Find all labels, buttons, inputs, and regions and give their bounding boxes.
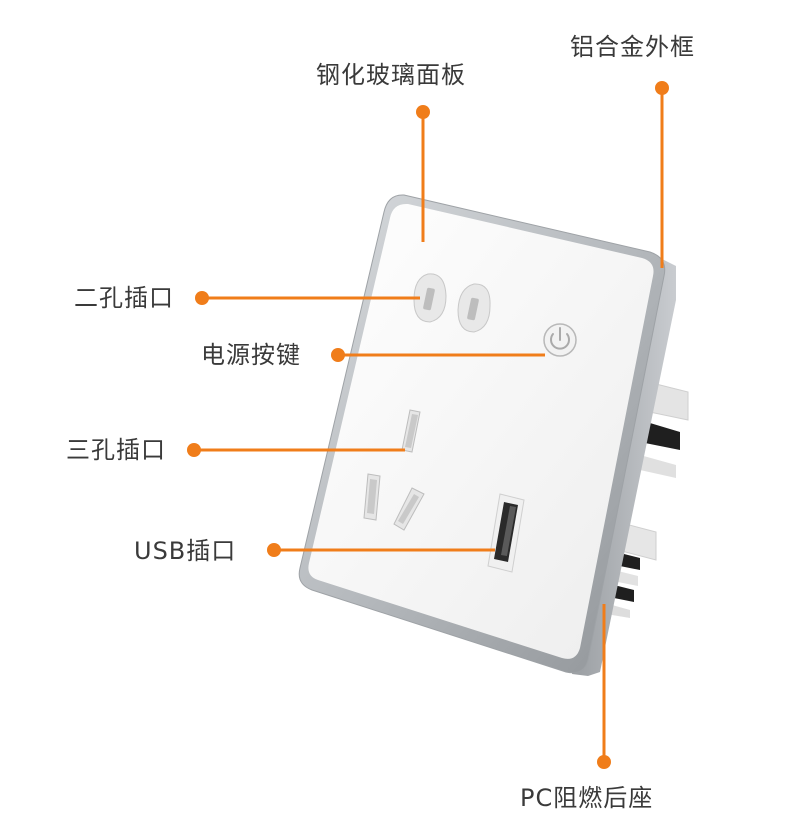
glass-panel-label: 钢化玻璃面板 bbox=[316, 61, 466, 89]
glass-panel bbox=[308, 203, 654, 659]
usb-port bbox=[487, 493, 525, 573]
three-hole-socket bbox=[363, 409, 425, 531]
power-icon[interactable] bbox=[543, 323, 577, 357]
two-hole-socket-label: 二孔插口 bbox=[74, 284, 174, 312]
power-button-label: 电源按键 bbox=[201, 341, 301, 369]
pc-base-label: PC阻燃后座 bbox=[520, 784, 654, 812]
two-hole-socket bbox=[413, 273, 491, 333]
aluminum-frame-label: 铝合金外框 bbox=[570, 33, 695, 61]
usb-port-label: USB插口 bbox=[134, 537, 237, 565]
callout-lines bbox=[187, 81, 669, 769]
three-hole-socket-label: 三孔插口 bbox=[66, 436, 166, 464]
